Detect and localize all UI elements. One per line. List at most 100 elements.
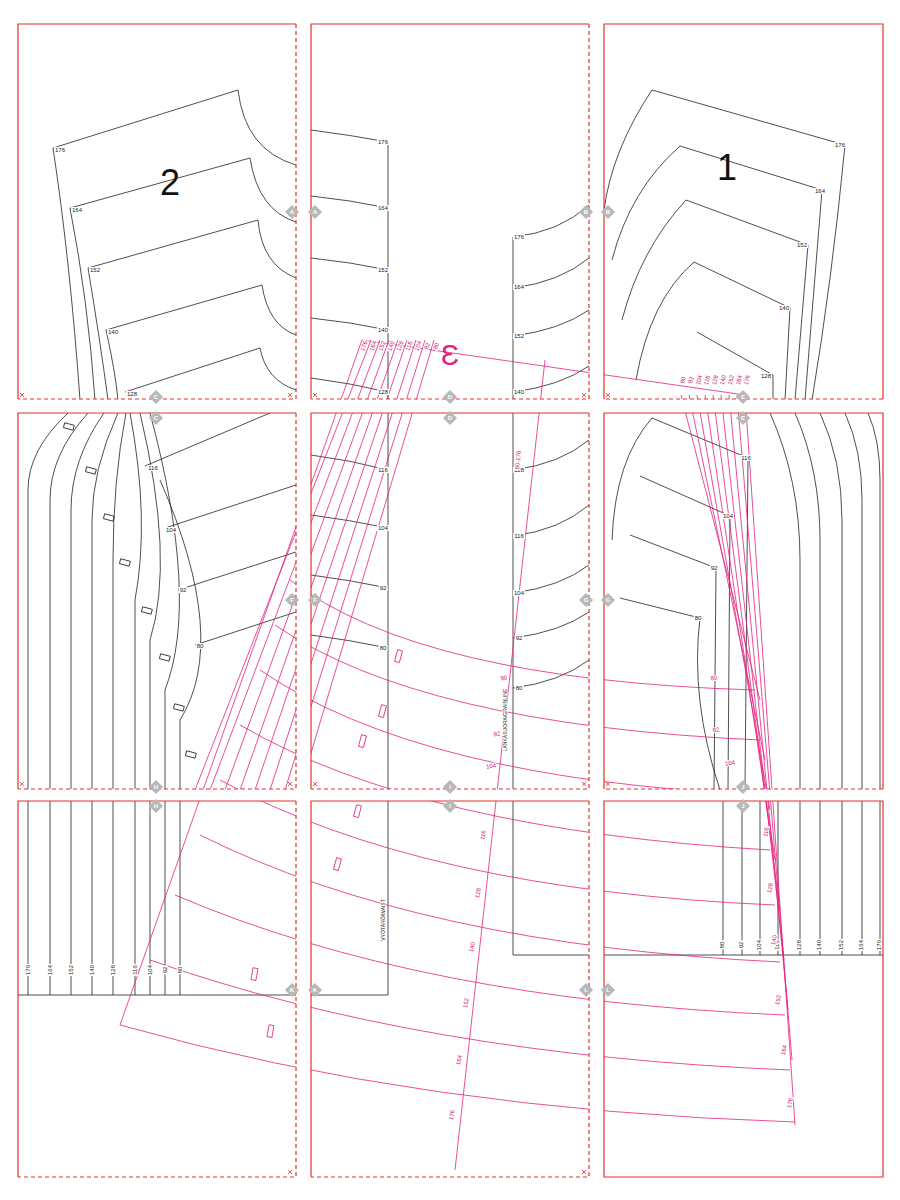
tile-letter: H — [153, 803, 159, 809]
size-number: 80 — [196, 643, 205, 649]
size-number: 128 — [126, 391, 138, 397]
size-number: 176 — [25, 964, 31, 976]
tile-letter: D — [447, 415, 453, 421]
size-number: 80 — [515, 685, 524, 691]
size-number: 104 — [724, 759, 737, 767]
size-number: 152 — [377, 267, 389, 273]
size-number: 128 — [377, 389, 389, 395]
size-number: 152 — [68, 964, 74, 976]
size-number: 92 — [492, 730, 502, 737]
tile-letter: G — [605, 597, 612, 603]
size-number: 92 — [379, 585, 388, 591]
size-number: 176 — [377, 139, 389, 145]
size-number: 164 — [377, 205, 389, 211]
size-number: 164 — [513, 284, 525, 290]
tile-letter: K — [312, 987, 318, 993]
tile-letter: C — [153, 394, 159, 400]
size-number: 116 — [479, 829, 487, 841]
piece-number: Ɛ — [440, 340, 460, 370]
size-number: 104 — [485, 762, 498, 770]
size-number: 152 — [513, 333, 525, 339]
size-number: 92 — [710, 565, 719, 571]
size-number: 140 — [377, 327, 389, 333]
size-number: 128 — [110, 964, 116, 976]
size-number: 140 — [89, 964, 95, 976]
size-number: 176 — [876, 939, 882, 951]
size-number: 80 — [679, 375, 687, 385]
size-number: 164 — [858, 939, 864, 951]
tile-letter: I — [448, 803, 452, 809]
size-number: 92 — [515, 635, 524, 641]
size-number: 128 — [760, 373, 772, 379]
size-number: 128 — [474, 887, 482, 900]
tile-letter: H — [153, 784, 159, 790]
tile-letter: L — [605, 987, 611, 993]
size-number: 80 — [719, 941, 725, 950]
grain-note: LANKASUORA/GRAINLINE — [503, 688, 508, 753]
tile-letter: B — [583, 209, 589, 215]
tile-letter: A — [312, 209, 318, 215]
size-number: 116 — [377, 467, 389, 473]
size-number: 116 — [132, 964, 138, 976]
size-number: 176 — [54, 147, 66, 153]
size-number: 152 — [774, 994, 782, 1007]
size-number: 80 — [432, 341, 441, 351]
size-number: 80 — [499, 674, 509, 681]
size-number: 140 — [513, 389, 525, 395]
tile-letter: C — [153, 415, 159, 421]
size-number: 176 — [786, 1097, 794, 1110]
size-number: 140 — [816, 939, 822, 951]
size-number: 164 — [814, 188, 826, 194]
size-number: 92 — [738, 941, 744, 950]
size-number: 104 — [513, 590, 525, 596]
size-number: 176 — [834, 142, 846, 148]
tile-letter: K — [289, 987, 295, 993]
size-number: 176 — [513, 234, 525, 240]
size-number: 164 — [780, 1044, 788, 1057]
piece-number: 2 — [159, 165, 181, 201]
size-number: 104 — [722, 513, 734, 519]
tile-letter: E — [740, 394, 746, 400]
size-number: 176 — [743, 373, 752, 386]
size-number: 92 — [162, 966, 168, 975]
tile-letter: B — [605, 209, 611, 215]
size-number: 80 — [694, 615, 703, 621]
tile-letter: F — [312, 597, 318, 603]
size-number: 152 — [462, 997, 470, 1010]
size-number: 140 — [107, 329, 119, 335]
tile-letter: J — [740, 803, 745, 809]
piece-number: 1 — [716, 150, 738, 186]
size-number: 140 — [468, 941, 476, 954]
size-number: 128 — [796, 939, 802, 951]
tile-letter: I — [448, 784, 452, 790]
size-number: 116 — [762, 826, 770, 838]
tile-letter: G — [583, 597, 590, 603]
size-number: 164 — [47, 964, 53, 976]
size-number: 80 — [379, 645, 388, 651]
size-number: 104 — [756, 939, 762, 951]
tile-letter: D — [447, 394, 453, 400]
tile-letter: A — [289, 209, 295, 215]
size-number: 152 — [796, 242, 808, 248]
grain-note: VYÖTÄRÖ/WAIST — [381, 898, 386, 941]
size-number: 92 — [711, 726, 721, 733]
size-number: 140 — [778, 305, 790, 311]
size-number: 104 — [377, 525, 389, 531]
size-number: 116 — [513, 533, 525, 539]
size-number: 152 — [89, 267, 101, 273]
size-number: 92 — [179, 587, 188, 593]
tile-letter: E — [740, 415, 746, 421]
size-number: 104 — [165, 527, 177, 533]
size-number: 80 — [177, 966, 183, 975]
size-number: 164 — [455, 1054, 463, 1067]
size-number: 128 — [766, 882, 774, 895]
size-number: 164 — [71, 207, 83, 213]
tile-letter: L — [583, 987, 589, 993]
tile-letter: F — [289, 597, 295, 603]
size-number: 116 — [740, 455, 752, 461]
size-number: 152 — [838, 939, 844, 951]
size-number: 116 — [147, 465, 159, 471]
size-number: 104 — [147, 964, 153, 976]
tile-letter: J — [740, 784, 745, 790]
